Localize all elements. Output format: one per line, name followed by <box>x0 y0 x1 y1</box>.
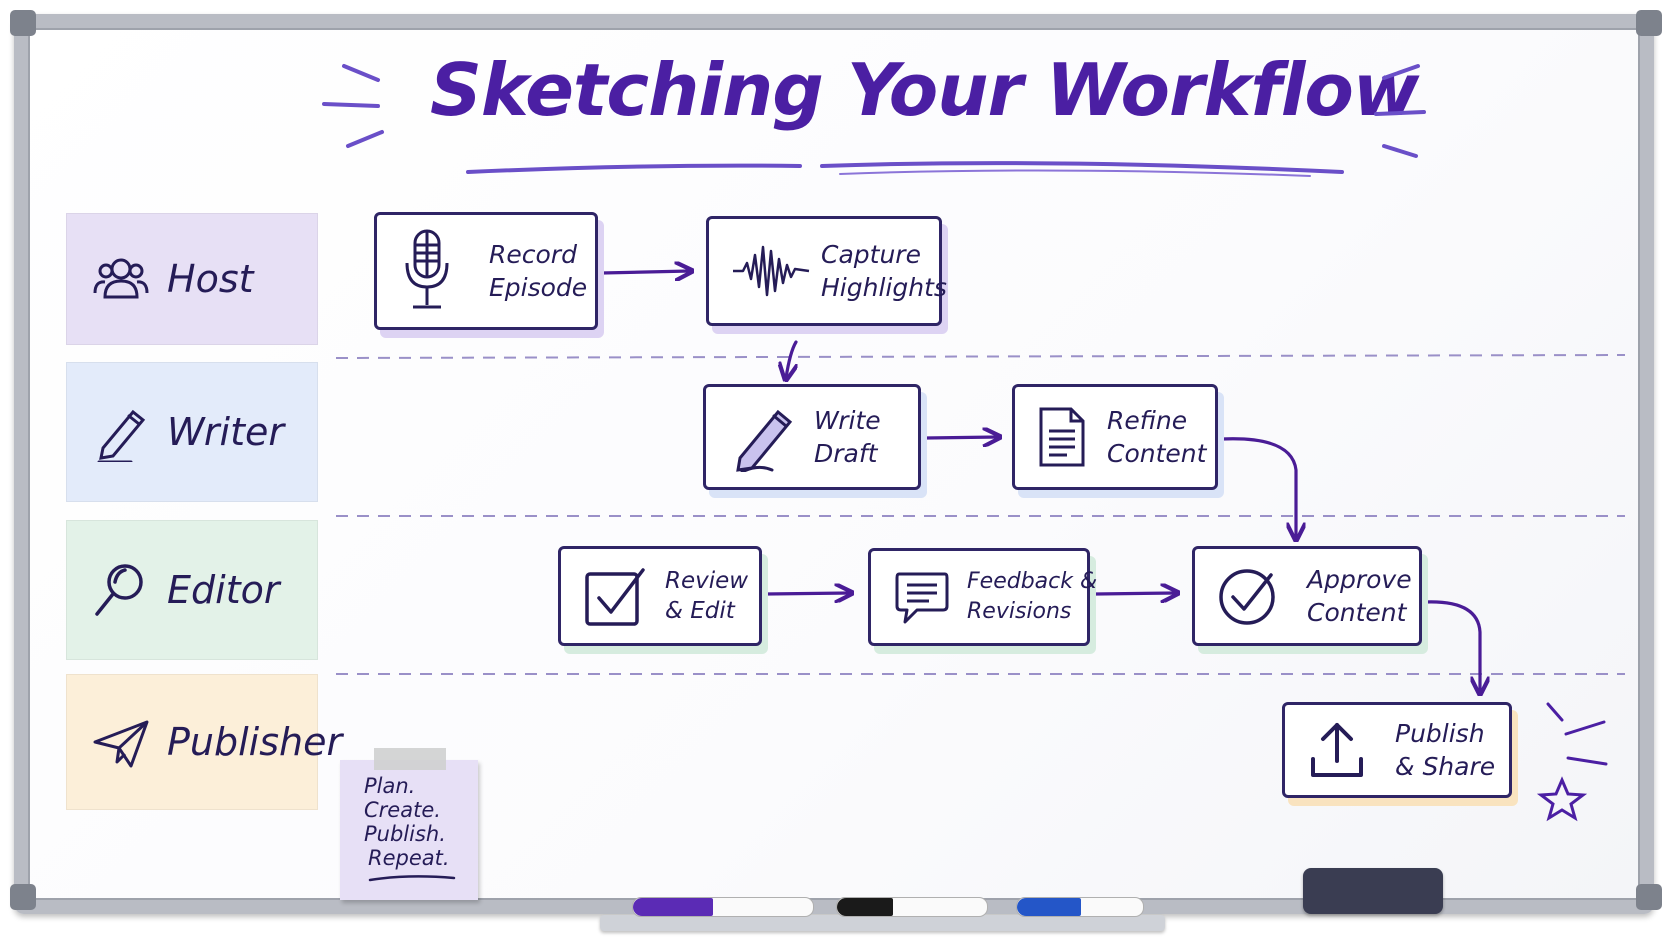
lane-label-editor: Editor <box>167 568 280 612</box>
step-approve-line1: Approve <box>1307 565 1412 594</box>
note-line-3: Publish. <box>364 822 446 846</box>
magnifier-icon <box>95 564 143 616</box>
step-feedback-revisions[interactable]: Feedback & Revisions <box>868 548 1097 646</box>
frame-corner-tl <box>10 10 36 36</box>
pen-icon <box>97 409 146 462</box>
note-tape <box>374 748 446 770</box>
lane-writer: Writer <box>66 362 318 502</box>
step-review-line1: Review <box>665 568 749 594</box>
step-review-line2: & Edit <box>665 598 735 624</box>
upload-icon <box>1311 723 1363 777</box>
eraser[interactable] <box>1303 868 1443 914</box>
waveform-icon <box>733 245 810 297</box>
step-capture-highlights[interactable]: Capture Highlights <box>706 216 947 326</box>
pencil-icon <box>736 409 793 472</box>
note-line-4: Repeat. <box>368 846 450 870</box>
microphone-icon <box>405 229 449 309</box>
blue-marker-cap <box>1017 898 1081 916</box>
purple-marker[interactable] <box>632 897 814 917</box>
black-marker[interactable] <box>836 897 988 917</box>
paper-plane-icon <box>93 720 149 768</box>
users-icon <box>93 258 149 299</box>
step-refine-line1: Refine <box>1107 406 1188 435</box>
step-refine-line2: Content <box>1107 439 1207 468</box>
step-capture-line2: Highlights <box>821 273 947 302</box>
marker-tray <box>600 915 1165 931</box>
lane-label-host: Host <box>167 257 254 301</box>
checkbox-icon <box>585 568 645 626</box>
step-feedback-line2: Revisions <box>967 599 1072 624</box>
step-publish-line1: Publish <box>1395 719 1485 748</box>
step-record-episode[interactable]: Record Episode <box>374 212 598 330</box>
lane-publisher: Publisher <box>66 674 342 810</box>
step-publish-line2: & Share <box>1395 752 1496 781</box>
sticky-note: Plan. Create. Publish. Repeat. <box>340 748 478 900</box>
frame-corner-bl <box>10 884 36 910</box>
note-line-2: Create. <box>364 798 441 822</box>
step-record-line2: Episode <box>489 273 588 302</box>
step-feedback-line1: Feedback & <box>967 569 1098 594</box>
step-write-line1: Write <box>814 406 881 435</box>
frame-corner-br <box>1636 884 1662 910</box>
black-marker-cap <box>837 898 893 916</box>
lane-host: Host <box>66 213 318 345</box>
check-circle-icon <box>1219 569 1275 625</box>
blue-marker[interactable] <box>1016 897 1144 917</box>
step-refine-content[interactable]: Refine Content <box>1012 384 1218 490</box>
document-icon <box>1039 407 1085 467</box>
step-record-line1: Record <box>489 240 577 269</box>
lane-label-writer: Writer <box>167 410 284 454</box>
frame-corner-tr <box>1636 10 1662 36</box>
step-write-line2: Draft <box>814 439 878 468</box>
lane-editor: Editor <box>66 520 318 660</box>
step-write-draft[interactable]: Write Draft <box>703 384 921 490</box>
note-line-1: Plan. <box>364 774 416 798</box>
step-review-edit[interactable]: Review & Edit <box>558 546 762 646</box>
step-publish-share[interactable]: Publish & Share <box>1282 702 1512 798</box>
speech-bubble-icon <box>895 572 949 624</box>
lane-label-publisher: Publisher <box>167 720 343 764</box>
purple-marker-cap <box>633 898 713 916</box>
step-approve-line2: Content <box>1307 598 1407 627</box>
page-title: Sketching Your Workflow <box>430 48 1419 132</box>
step-approve-content[interactable]: Approve Content <box>1192 546 1422 646</box>
note-underline <box>368 875 456 882</box>
step-capture-line1: Capture <box>821 240 921 269</box>
